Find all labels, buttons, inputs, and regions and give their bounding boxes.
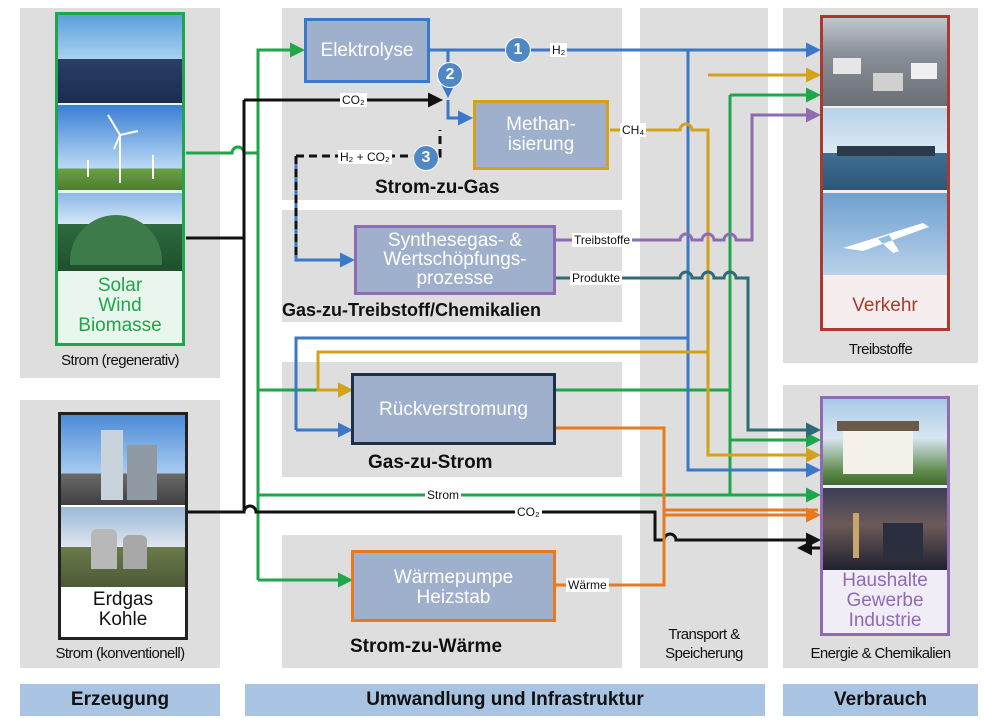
energie-users: Haushalte Gewerbe Industrie [823,571,947,631]
waermepumpe-line-1: Wärmepumpe [393,567,514,588]
transport-caption: Transport & Speicherung [640,625,768,663]
waermepumpe-line-2: Heizstab [416,587,491,608]
methanisierung-label: Methan- isierung [476,115,606,155]
verkehr-label: Verkehr [852,295,918,316]
rueckverstromung-box: Rückverstromung [351,373,556,445]
pathway-strom-zu-gas: Strom-zu-Gas [375,177,500,198]
conventional-caption: Strom (konventionell) [55,645,185,662]
renewable-caption: Strom (regenerativ) [61,352,179,369]
flow-label-h2-co2: H₂ + CO₂ [338,150,392,164]
flow-label-co2-bottom: CO₂ [515,505,542,519]
source-biomasse: Biomasse [78,315,162,336]
methanisierung-line-2: isierung [507,134,575,155]
synthese-line-2: Wertschöpfungs- [383,249,527,270]
footer-umwandlung: Umwandlung und Infrastruktur [245,684,765,716]
marker-1: 1 [505,37,531,63]
pathway-strom-zu-waerme: Strom-zu-Wärme [350,636,503,657]
source-erdgas: Erdgas [92,589,154,610]
house-image [823,399,947,485]
ship-image [823,108,947,190]
user-haushalte: Haushalte [842,570,928,591]
cars-image [823,18,947,106]
synthese-box: Synthesegas- & Wertschöpfungs- prozesse [354,225,556,295]
synthese-line-3: prozesse [416,268,494,289]
transport-caption-line-1: Transport & [668,626,740,643]
source-kohle: Kohle [98,609,148,630]
flow-label-ch4: CH₄ [620,123,647,137]
source-solar: Solar [97,275,143,296]
waermepumpe-box: Wärmepumpe Heizstab [351,550,556,622]
user-industrie: Industrie [848,610,922,631]
wind-image [58,105,182,190]
energie-caption: Energie & Chemikalien [810,645,952,662]
pathway-gas-zu-treibstoff: Gas-zu-Treibstoff/Chemikalien [282,300,542,320]
biomass-image [58,193,182,271]
methanisierung-box: Methan- isierung [473,100,609,170]
synthese-label: Synthesegas- & Wertschöpfungs- prozesse [357,231,553,288]
marker-3: 3 [413,145,439,171]
synthese-line-1: Synthesegas- & [387,230,523,251]
industry-image [823,488,947,570]
footer-erzeugung: Erzeugung [20,684,220,716]
flow-label-strom: Strom [425,488,462,502]
flow-label-treibstoffe: Treibstoffe [572,233,633,247]
flow-label-waerme: Wärme [566,578,609,592]
user-gewerbe: Gewerbe [846,590,924,611]
renewable-sources: Solar Wind Biomasse [58,276,182,336]
source-wind: Wind [98,295,142,316]
elektrolyse-label: Elektrolyse [320,40,414,61]
airplane-image [823,193,947,275]
elektrolyse-box: Elektrolyse [304,18,430,83]
waermepumpe-label: Wärmepumpe Heizstab [354,568,553,608]
conventional-sources: Erdgas Kohle [61,590,185,630]
flow-label-h2: H₂ [550,43,568,57]
solar-image [58,15,182,103]
erdgas-image [61,415,185,505]
flow-label-co2-top: CO₂ [340,93,367,107]
flow-label-produkte: Produkte [570,271,623,285]
rueckverstromung-label: Rückverstromung [379,399,528,420]
kohle-image [61,507,185,587]
marker-2: 2 [437,62,463,88]
footer-verbrauch: Verbrauch [783,684,978,716]
pathway-gas-zu-strom: Gas-zu-Strom [368,452,493,473]
transport-caption-line-2: Speicherung [665,645,743,662]
verkehr-caption: Treibstoffe [848,341,913,358]
methanisierung-line-1: Methan- [506,114,576,135]
